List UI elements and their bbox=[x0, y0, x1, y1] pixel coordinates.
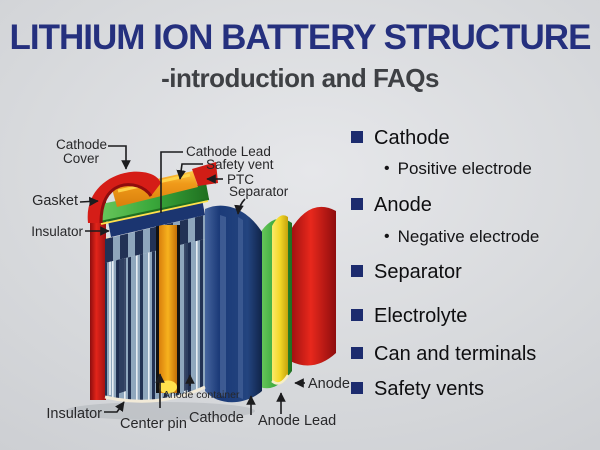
list-subitem-positive-electrode: • Positive electrode bbox=[384, 159, 532, 179]
label-ptc: PTC bbox=[227, 172, 254, 187]
label-safety-vent: Safety vent bbox=[206, 157, 274, 172]
gasket-yellow-line bbox=[100, 200, 209, 225]
label-anode: Anode bbox=[308, 376, 350, 392]
label-cathode-cover-line2: Cover bbox=[63, 151, 100, 166]
insulator-disc-navy bbox=[108, 199, 205, 237]
list-subitem-label: Positive electrode bbox=[397, 159, 532, 178]
list-subitem-label: Negative electrode bbox=[397, 227, 540, 246]
list-item-label: Anode bbox=[374, 194, 432, 216]
dot-bullet-icon: • bbox=[384, 228, 390, 245]
leader-cathode-cover bbox=[108, 145, 131, 170]
label-anode-lead: Anode Lead bbox=[258, 413, 336, 429]
label-insulator-bottom: Insulator bbox=[46, 406, 102, 422]
label-cathode-cover-line1: Cathode bbox=[56, 137, 107, 152]
leader-cathode-lead bbox=[160, 151, 183, 213]
cathode-separator-sheet-navy bbox=[205, 205, 262, 403]
center-pin-bottom-yellow bbox=[159, 380, 177, 394]
center-pin-edge bbox=[156, 225, 159, 393]
label-center-pin: Center pin bbox=[120, 416, 187, 432]
list-subitem-negative-electrode: • Negative electrode bbox=[384, 227, 539, 247]
list-item-electrolyte: Electrolyte bbox=[351, 305, 467, 328]
can-rim-red bbox=[87, 171, 161, 223]
label-gasket: Gasket bbox=[32, 193, 78, 209]
can-left-wall-red bbox=[90, 198, 106, 400]
can-rim-shadow bbox=[99, 183, 153, 224]
gasket-bottom-edge bbox=[99, 198, 210, 223]
label-separator: Separator bbox=[229, 184, 289, 199]
leader-safety-vent bbox=[176, 163, 203, 180]
list-item-label: Separator bbox=[374, 261, 462, 283]
list-item-safety-vents: Safety vents bbox=[351, 378, 484, 401]
battery-shadow bbox=[65, 402, 255, 420]
cap-assembly bbox=[87, 162, 218, 237]
battery-cutaway-diagram: Cathode Cover Cathode Lead Safety vent P… bbox=[31, 137, 350, 432]
roll-dark-band bbox=[184, 242, 191, 391]
label-cathode-bottom: Cathode bbox=[189, 410, 244, 426]
leader-lines bbox=[79, 145, 305, 415]
roll-bottom-rim-cream bbox=[104, 385, 206, 403]
roll-highlight bbox=[109, 261, 111, 395]
list-item-cathode: Cathode bbox=[351, 127, 450, 150]
anode-lead-sheet-bottom-rim bbox=[271, 374, 290, 385]
list-item-label: Electrolyte bbox=[374, 305, 468, 327]
center-pin-shape bbox=[159, 225, 177, 393]
list-item-label: Can and terminals bbox=[374, 343, 537, 365]
sheet-sheen bbox=[238, 217, 243, 399]
list-item-label: Safety vents bbox=[374, 378, 485, 400]
dot-bullet-icon: • bbox=[384, 160, 390, 177]
electrode-roll bbox=[104, 215, 206, 403]
roll-dark-band bbox=[117, 258, 126, 394]
page-subtitle: -introduction and FAQs bbox=[161, 63, 439, 93]
center-pin-edge bbox=[177, 225, 180, 393]
list-item-label: Cathode bbox=[374, 127, 450, 149]
list-item-separator: Separator bbox=[351, 261, 462, 284]
list-item-anode: Anode bbox=[351, 194, 432, 217]
page-title: LITHIUM ION BATTERY STRUCTURE bbox=[9, 18, 592, 57]
leader-insulator-bottom bbox=[104, 401, 125, 413]
leader-gasket bbox=[79, 196, 99, 207]
label-insulator-top: Insulator bbox=[31, 224, 83, 239]
label-cathode-lead: Cathode Lead bbox=[186, 144, 271, 159]
leader-separator bbox=[234, 198, 246, 215]
outer-can-sheet-red bbox=[290, 206, 336, 366]
label-anode-container: Anode container bbox=[163, 389, 240, 401]
gasket-ring-green bbox=[96, 183, 209, 222]
list-item-can-and-terminals: Can and terminals bbox=[351, 343, 536, 366]
anode-lead-sheet-yellow bbox=[272, 215, 288, 384]
sheet-sheen bbox=[220, 215, 226, 397]
